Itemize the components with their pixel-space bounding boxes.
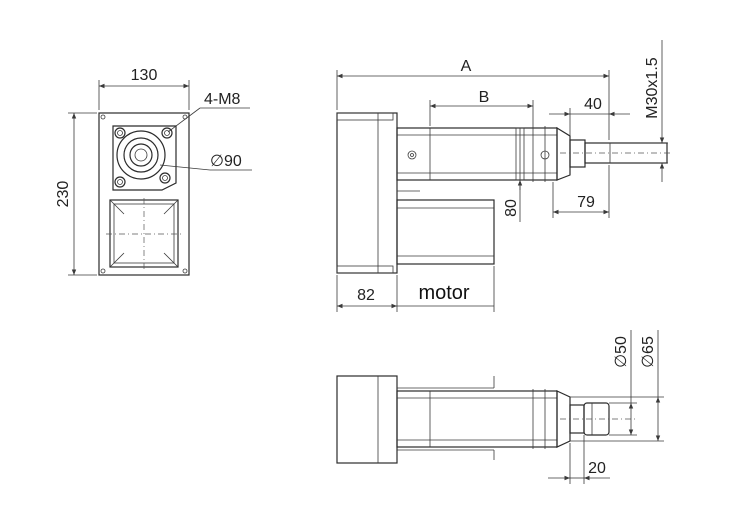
dia-65-label: ∅65 (640, 336, 657, 368)
dia-90-label: ∅90 (210, 153, 242, 170)
bolt-boss (114, 127, 126, 139)
rear-housing-top-cap (336, 112, 394, 121)
dim-130-label: 130 (131, 67, 158, 84)
tube-circle-outer (116, 130, 166, 180)
rear-housing-bottom-cap (336, 265, 394, 274)
screw-circle (407, 150, 417, 160)
rear-housing (336, 112, 398, 274)
dim-82-label: 82 (357, 287, 375, 304)
dim-80-label: 80 (503, 199, 520, 217)
dim-230-label: 230 (55, 181, 72, 208)
end-plate-outline (98, 112, 190, 276)
motor-corner-line (163, 252, 179, 268)
front-collar (569, 139, 586, 168)
bolt-boss (159, 172, 171, 184)
dia-50-label: ∅50 (613, 336, 630, 368)
thread-label: M30x1.5 (644, 57, 661, 118)
tube-circle-mid (123, 137, 159, 173)
rod-circle (129, 143, 153, 167)
bolt-hole (164, 130, 170, 136)
leader-dia90 (159, 164, 211, 171)
bolt-hole (162, 175, 168, 181)
bolt-boss (161, 127, 173, 139)
end-view: 130 230 4-M8 ∅90 (55, 67, 252, 276)
pivot-circle (540, 150, 550, 160)
bolt-hole (117, 130, 123, 136)
dim-B-label: B (479, 89, 490, 106)
top-view: ∅50 ∅65 20 (336, 330, 664, 484)
plate-hole (182, 268, 188, 274)
motor-body (396, 199, 495, 265)
motor-corner-line (109, 199, 125, 215)
dim-79-label: 79 (577, 194, 595, 211)
front-nose (556, 126, 571, 181)
bolt-hole (117, 179, 123, 185)
flange-square (112, 125, 177, 191)
plate-hole (100, 268, 106, 274)
dim-20-label: 20 (588, 460, 606, 477)
motor-corner-line (109, 252, 125, 268)
plate-hole (100, 114, 106, 120)
leader-4m8 (167, 107, 201, 133)
top-rear-housing (336, 375, 398, 464)
dim-40-label: 40 (584, 96, 602, 113)
motor-label: motor (418, 282, 469, 304)
screw-center (410, 153, 414, 157)
bolts-label: 4-M8 (204, 91, 241, 108)
bolt-boss (114, 176, 126, 188)
motor-corner-line (163, 199, 179, 215)
side-view: A B 40 M30x1.5 80 79 82 mo (336, 40, 670, 312)
dim-A-label: A (461, 58, 472, 75)
rod-center-circle (134, 148, 148, 162)
